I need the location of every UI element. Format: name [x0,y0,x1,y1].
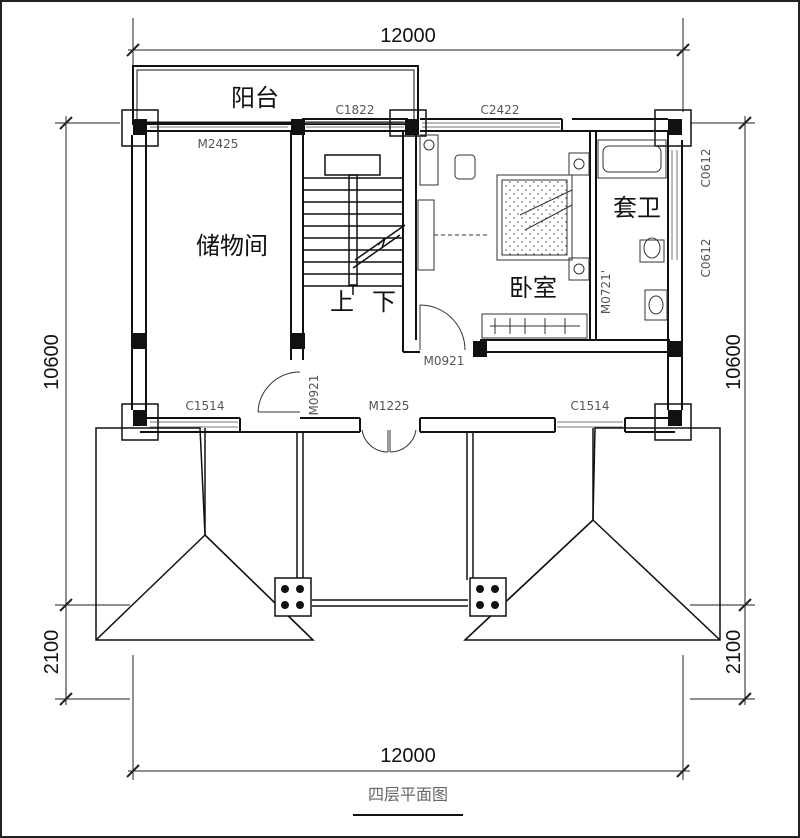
dim-left-depth: 10600 [41,334,63,390]
door-m2425-label: M2425 [198,137,239,151]
window-c0612-b-label: C0612 [699,239,713,278]
ensuite-fixtures [597,139,668,321]
room-ensuite-label: 套卫 [613,194,661,222]
window-c1514-right-label: C1514 [571,399,610,413]
door-m0921-bedroom-label: M0921 [424,354,465,368]
lower-roof [95,427,721,641]
dim-bottom-width: 12000 [380,745,436,767]
stair-down-label: 下 [372,288,396,316]
window-glazing [150,122,678,428]
dim-left-lower: 2100 [41,630,63,675]
corner-pilasters [121,109,692,441]
room-bedroom-label: 卧室 [509,274,557,302]
stair-up-label: 上 [330,288,354,316]
room-storage-label: 储物间 [196,232,268,260]
bedroom-furniture [417,134,590,339]
window-c0612-a-label: C0612 [699,149,713,188]
drawing-title: 四层平面图 [368,785,448,804]
dim-top-width: 12000 [380,25,436,47]
door-m1225-label: M1225 [369,399,410,413]
roof-columns [274,577,507,617]
dim-right-depth: 10600 [723,334,745,390]
window-c2422-label: C2422 [481,103,520,117]
door-m0921-hall-label: M0921 [307,375,321,416]
door-m0721-label: M0721' [599,270,613,314]
window-c1514-left-label: C1514 [186,399,225,413]
window-c1822-label: C1822 [336,103,375,117]
door-swings [257,304,466,453]
dimension-lines [55,18,755,780]
staircase [303,154,406,295]
dim-right-lower: 2100 [723,630,745,675]
walls [131,118,683,433]
structural-columns [133,119,682,426]
room-balcony-label: 阳台 [231,84,279,112]
